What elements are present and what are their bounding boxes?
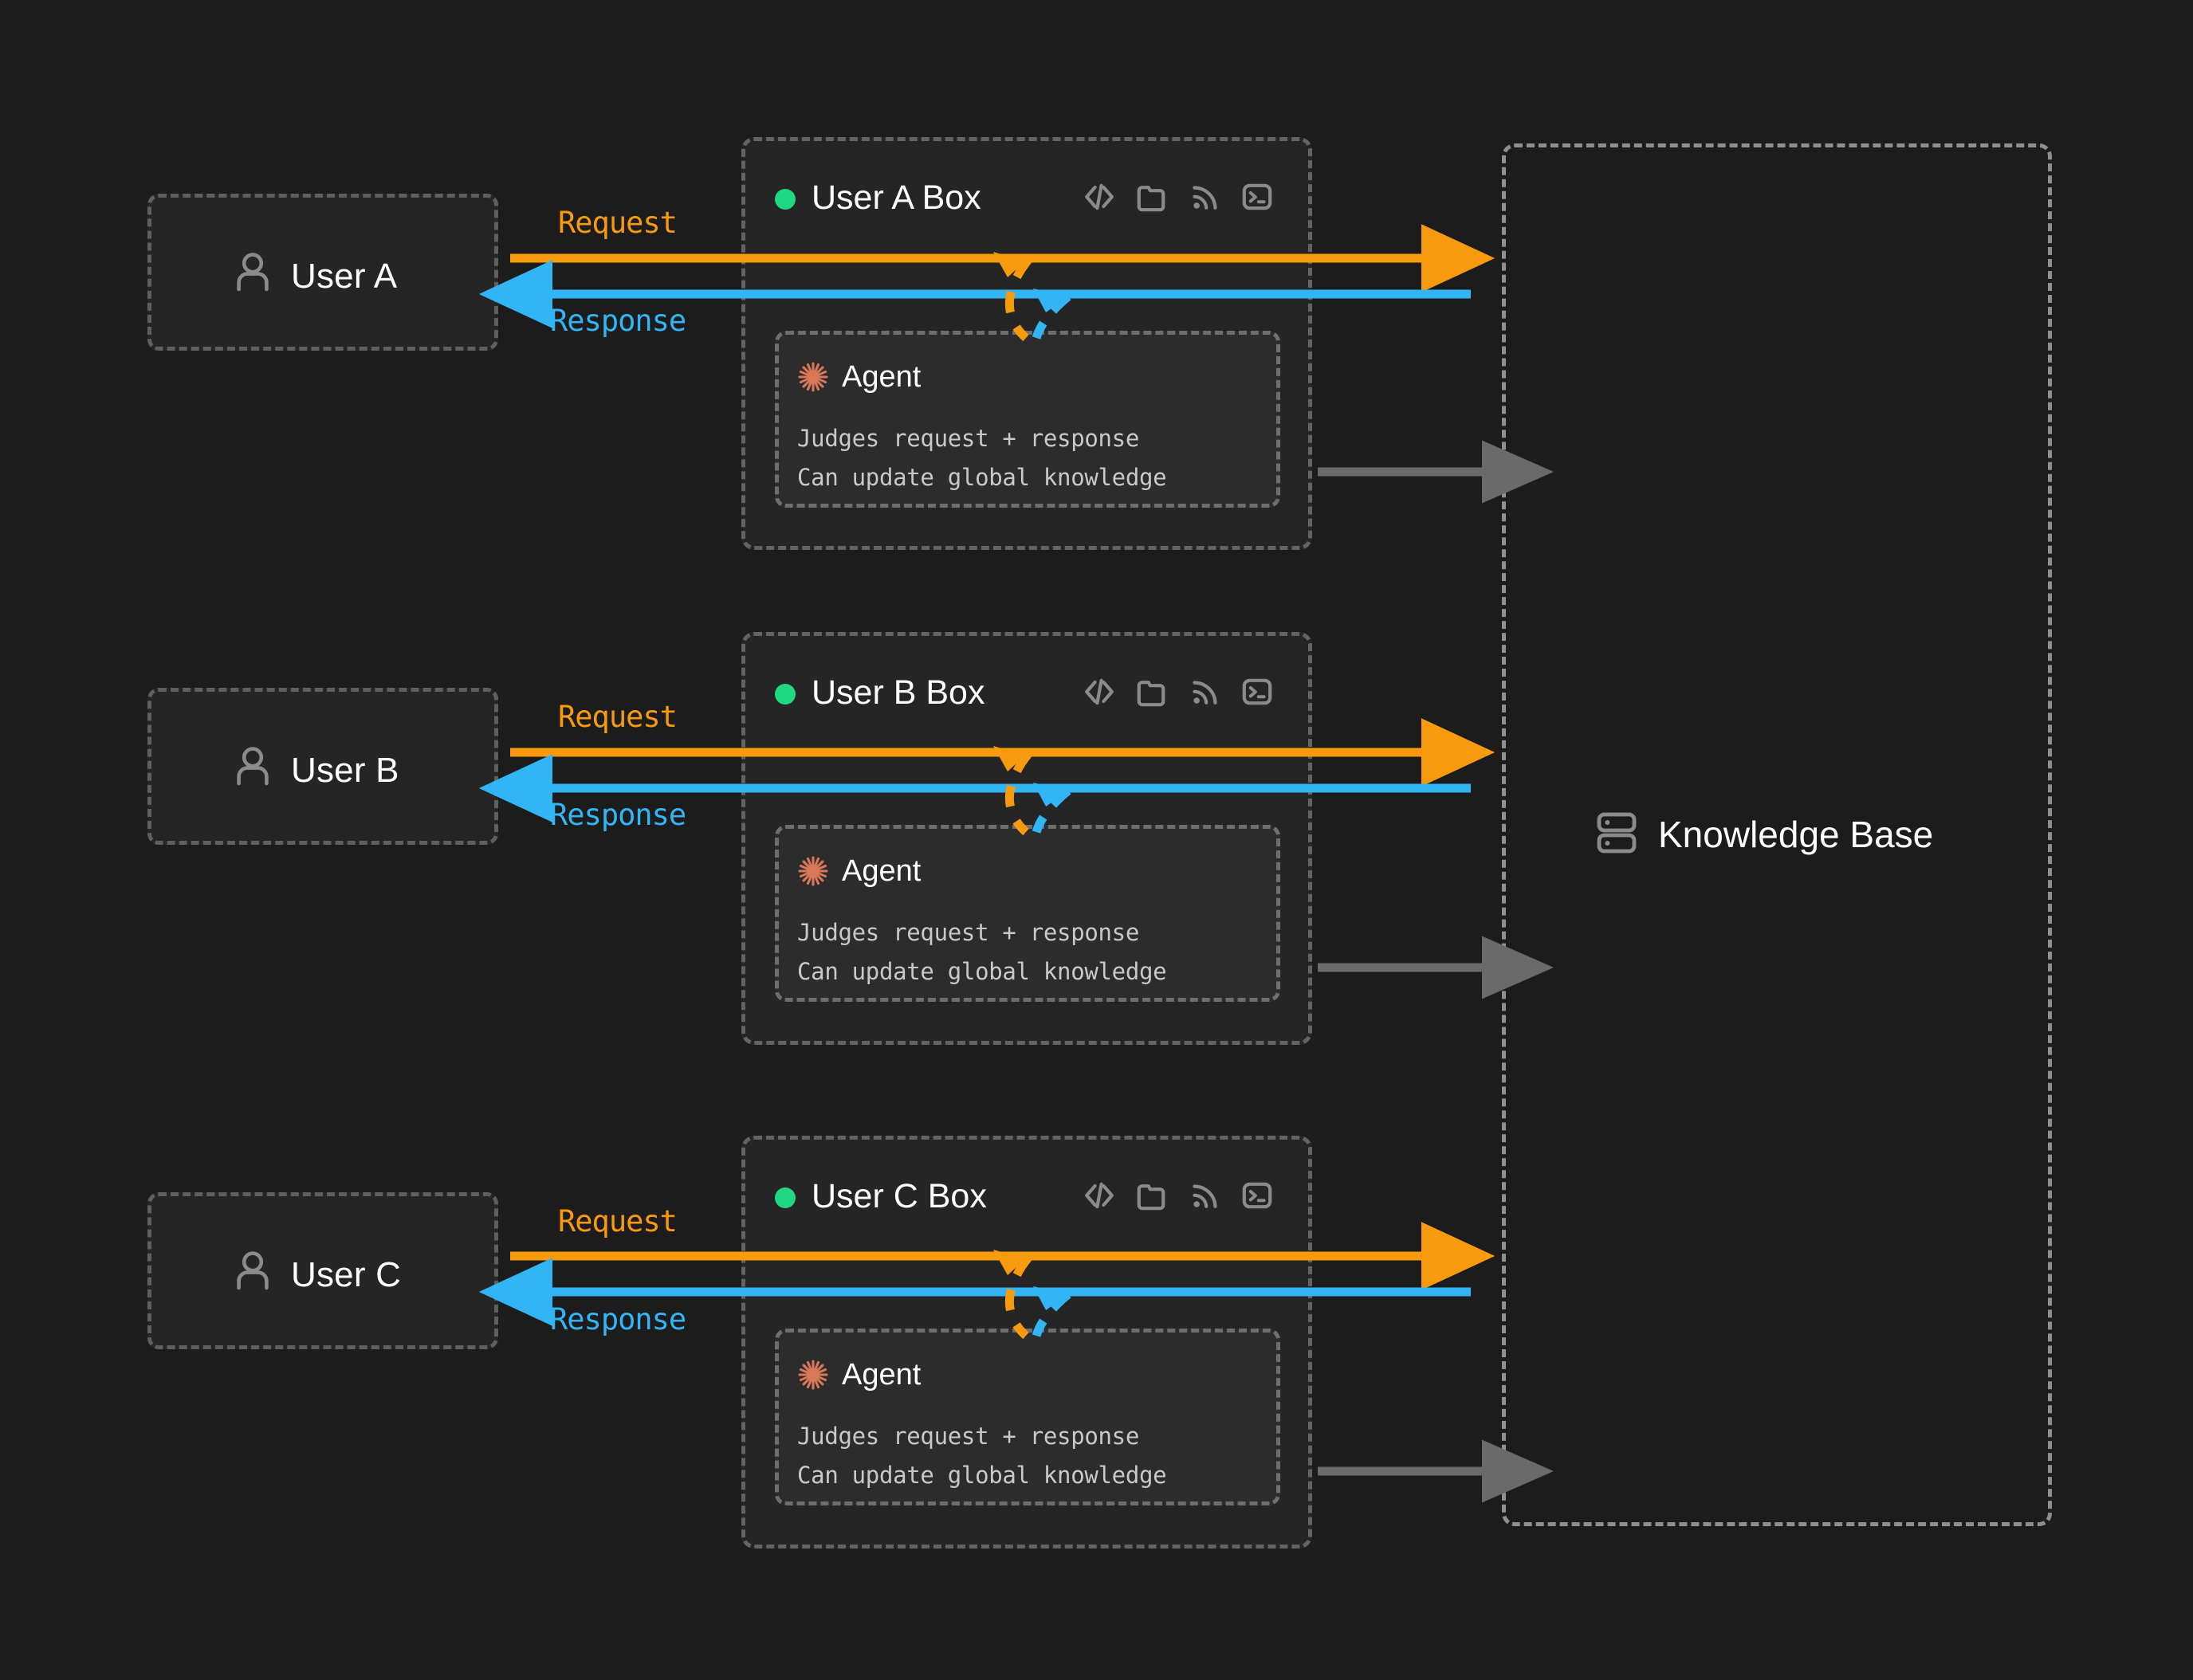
user-label-c: User C	[291, 1255, 402, 1294]
user-node-a[interactable]	[147, 194, 498, 351]
asterisk-starburst-icon	[797, 361, 829, 393]
code-icon[interactable]	[1083, 1179, 1116, 1212]
user-node-c[interactable]	[147, 1192, 498, 1349]
response-label-a: Response	[550, 304, 686, 338]
user-icon	[236, 746, 269, 786]
request-label-c: Request	[558, 1204, 678, 1238]
request-label-a: Request	[558, 206, 678, 240]
asterisk-starburst-icon	[797, 855, 829, 887]
rss-signal-icon[interactable]	[1188, 675, 1221, 709]
status-dot-b	[775, 684, 796, 705]
code-icon[interactable]	[1083, 675, 1116, 709]
status-dot-c	[775, 1187, 796, 1208]
rss-signal-icon[interactable]	[1188, 1179, 1221, 1212]
knowledge-base-label: Knowledge Base	[1658, 814, 1934, 855]
response-label-c: Response	[550, 1302, 686, 1337]
asterisk-starburst-icon	[797, 1359, 829, 1391]
agent-desc-a-0: Judges request + response	[797, 425, 1139, 452]
rss-signal-icon[interactable]	[1188, 180, 1221, 214]
folder-icon[interactable]	[1135, 180, 1169, 214]
user-icon	[236, 252, 269, 292]
agent-box-a[interactable]	[775, 331, 1280, 508]
agent-desc-a-1: Can update global knowledge	[797, 464, 1167, 491]
user-box-title-b: User B Box	[812, 673, 985, 712]
agent-title-b: Agent	[842, 854, 922, 888]
agent-desc-c-0: Judges request + response	[797, 1423, 1139, 1450]
knowledge-base-container[interactable]	[1502, 143, 2052, 1526]
status-dot-a	[775, 189, 796, 210]
user-label-a: User A	[291, 257, 398, 296]
user-box-title-c: User C Box	[812, 1177, 987, 1215]
code-icon[interactable]	[1083, 180, 1116, 214]
terminal-icon[interactable]	[1240, 1179, 1274, 1212]
user-icon	[236, 1250, 269, 1290]
agent-desc-b-1: Can update global knowledge	[797, 958, 1167, 985]
user-box-title-a: User A Box	[812, 179, 981, 217]
database-rack-icon	[1596, 811, 1637, 855]
user-node-b[interactable]	[147, 688, 498, 845]
request-label-b: Request	[558, 700, 678, 734]
terminal-icon[interactable]	[1240, 675, 1274, 709]
response-label-b: Response	[550, 798, 686, 832]
folder-icon[interactable]	[1135, 1179, 1169, 1212]
agent-desc-b-0: Judges request + response	[797, 919, 1139, 946]
user-label-b: User B	[291, 751, 399, 790]
agent-title-a: Agent	[842, 360, 922, 394]
agent-title-c: Agent	[842, 1358, 922, 1391]
folder-icon[interactable]	[1135, 675, 1169, 709]
terminal-icon[interactable]	[1240, 180, 1274, 214]
agent-desc-c-1: Can update global knowledge	[797, 1462, 1167, 1489]
